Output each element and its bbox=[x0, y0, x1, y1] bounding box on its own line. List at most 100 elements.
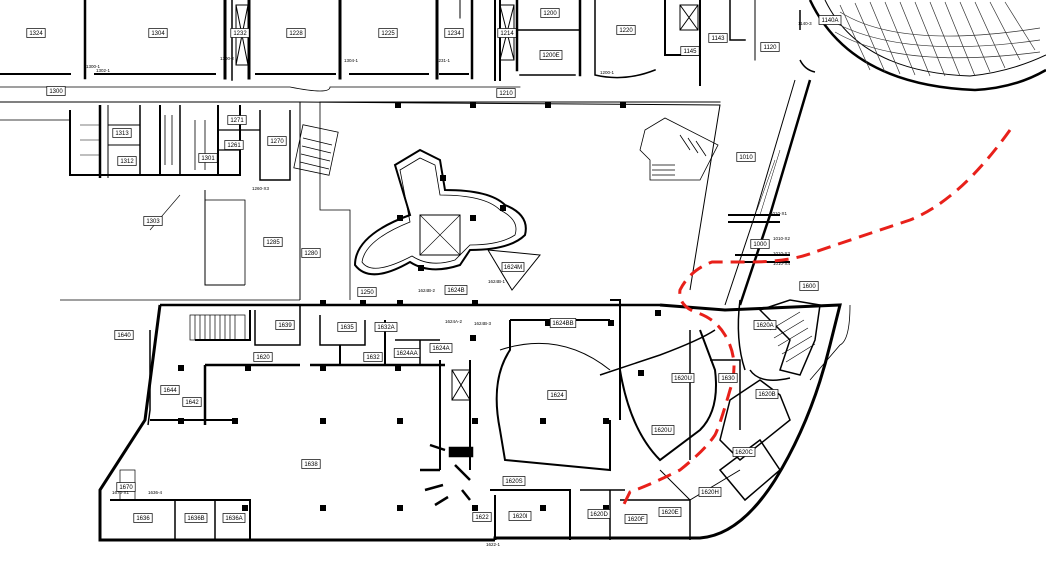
room-number: 1600 bbox=[802, 284, 816, 290]
room-number: 1624A bbox=[432, 346, 449, 352]
room-number: 1271 bbox=[230, 118, 244, 124]
door-label-d6: 1200-1 bbox=[600, 70, 615, 75]
room-label-box bbox=[753, 320, 777, 330]
room-label-box bbox=[116, 482, 136, 492]
room-label-box bbox=[46, 86, 66, 96]
room-label-r1620B: 1620B bbox=[755, 389, 779, 399]
walls bbox=[0, 0, 756, 103]
door-label-d4: 1304-1 bbox=[344, 58, 359, 63]
room-number: 1638 bbox=[304, 462, 318, 468]
room-number: 1225 bbox=[381, 31, 395, 37]
room-label-r1624: 1624 bbox=[547, 390, 567, 400]
room-number: 1620A bbox=[756, 323, 773, 329]
room-label-r1622: 1622 bbox=[472, 512, 492, 522]
room-label-r1313: 1313 bbox=[112, 128, 132, 138]
room-number: 1624 bbox=[550, 393, 564, 399]
room-label-box bbox=[496, 88, 516, 98]
room-label-r1620S: 1620S bbox=[502, 476, 526, 486]
door-label-d3: 1300-2 bbox=[220, 56, 235, 61]
room-label-r1620E: 1620E bbox=[658, 507, 682, 517]
room-label-box bbox=[680, 46, 700, 56]
room-label-r1644: 1644 bbox=[160, 385, 180, 395]
door-label-d10: 1010-X2 bbox=[773, 236, 791, 241]
room-label-box bbox=[337, 322, 357, 332]
room-label-box bbox=[114, 330, 134, 340]
room-label-r1145: 1145 bbox=[680, 46, 700, 56]
room-number: 1280 bbox=[304, 251, 318, 257]
room-label-box bbox=[393, 348, 421, 358]
room-number: 1200 bbox=[543, 11, 557, 17]
room-number: 1620I bbox=[512, 514, 527, 520]
room-label-r1232: 1232 bbox=[230, 28, 250, 38]
room-label-box bbox=[760, 42, 780, 52]
room-number: 1145 bbox=[684, 49, 698, 55]
room-label-box bbox=[263, 237, 283, 247]
room-number: 1301 bbox=[201, 156, 215, 162]
room-label-r1632A: 1632A bbox=[374, 322, 398, 332]
room-label-box bbox=[444, 28, 464, 38]
room-label-r1636: 1636 bbox=[133, 513, 153, 523]
room-label-box bbox=[587, 509, 611, 519]
room-number: 1644 bbox=[163, 388, 177, 394]
stairs-left bbox=[293, 124, 339, 176]
room-number: 1620D bbox=[590, 512, 608, 518]
room-label-r1620U: 1620U bbox=[671, 373, 695, 383]
room-number: 1303 bbox=[146, 219, 160, 225]
room-number: 1620 bbox=[256, 355, 270, 361]
lower-walls bbox=[60, 299, 851, 542]
room-label-box bbox=[444, 285, 468, 295]
room-number: 1620U bbox=[654, 428, 672, 434]
room-label-box bbox=[222, 513, 246, 523]
room-label-box bbox=[224, 140, 244, 150]
room-label-box bbox=[267, 136, 287, 146]
room-label-r1624BB: 1624BB bbox=[549, 318, 577, 328]
room-number: 1214 bbox=[500, 31, 514, 37]
route-path bbox=[620, 129, 1012, 509]
room-number: 1232 bbox=[233, 31, 247, 37]
room-label-box bbox=[286, 28, 306, 38]
room-label-box bbox=[112, 128, 132, 138]
room-label-box bbox=[732, 447, 756, 457]
room-number: 1228 bbox=[289, 31, 303, 37]
door-label-d9: 1010-X1 bbox=[770, 211, 788, 216]
room-label-r1635: 1635 bbox=[337, 322, 357, 332]
room-label-r1220: 1220 bbox=[616, 25, 636, 35]
door-label-d8: 1260-X3 bbox=[252, 186, 270, 191]
room-number: 1300 bbox=[49, 89, 63, 95]
room-label-box bbox=[143, 216, 163, 226]
door-label-d7: 1140-3 bbox=[798, 21, 812, 26]
room-number: 1624B bbox=[447, 288, 464, 294]
room-label-box bbox=[708, 33, 728, 43]
room-label-box bbox=[718, 373, 738, 383]
room-number: 1632A bbox=[377, 325, 394, 331]
room-label-box bbox=[184, 513, 208, 523]
door-label-d15: 1624A-2 bbox=[445, 319, 463, 324]
room-label-box bbox=[472, 512, 492, 522]
room-number: 1285 bbox=[266, 240, 280, 246]
room-label-r1304: 1304 bbox=[148, 28, 168, 38]
stairs-right bbox=[639, 117, 719, 181]
room-label-r1638: 1638 bbox=[301, 459, 321, 469]
room-label-r1000: 1000 bbox=[750, 239, 770, 249]
atrium bbox=[299, 101, 721, 300]
room-label-box bbox=[501, 262, 525, 272]
room-label-r1234: 1234 bbox=[444, 28, 464, 38]
room-label-box bbox=[357, 287, 377, 297]
room-number: 1312 bbox=[120, 159, 134, 165]
room-label-box bbox=[133, 513, 153, 523]
room-number: 1620S bbox=[505, 479, 522, 485]
room-label-r1324: 1324 bbox=[26, 28, 46, 38]
room-number: 1143 bbox=[712, 36, 726, 42]
room-label-box bbox=[429, 343, 453, 353]
room-label-box bbox=[253, 352, 273, 362]
room-number: 1640 bbox=[117, 333, 131, 339]
room-label-box bbox=[671, 373, 695, 383]
room-label-r1261: 1261 bbox=[224, 140, 244, 150]
room-label-box bbox=[26, 28, 46, 38]
room-label-r1285: 1285 bbox=[263, 237, 283, 247]
room-label-r1301: 1301 bbox=[198, 153, 218, 163]
room-number: 1670 bbox=[119, 485, 133, 491]
service-block bbox=[0, 105, 291, 286]
room-label-r1143: 1143 bbox=[708, 33, 728, 43]
room-number: 1642 bbox=[185, 400, 199, 406]
